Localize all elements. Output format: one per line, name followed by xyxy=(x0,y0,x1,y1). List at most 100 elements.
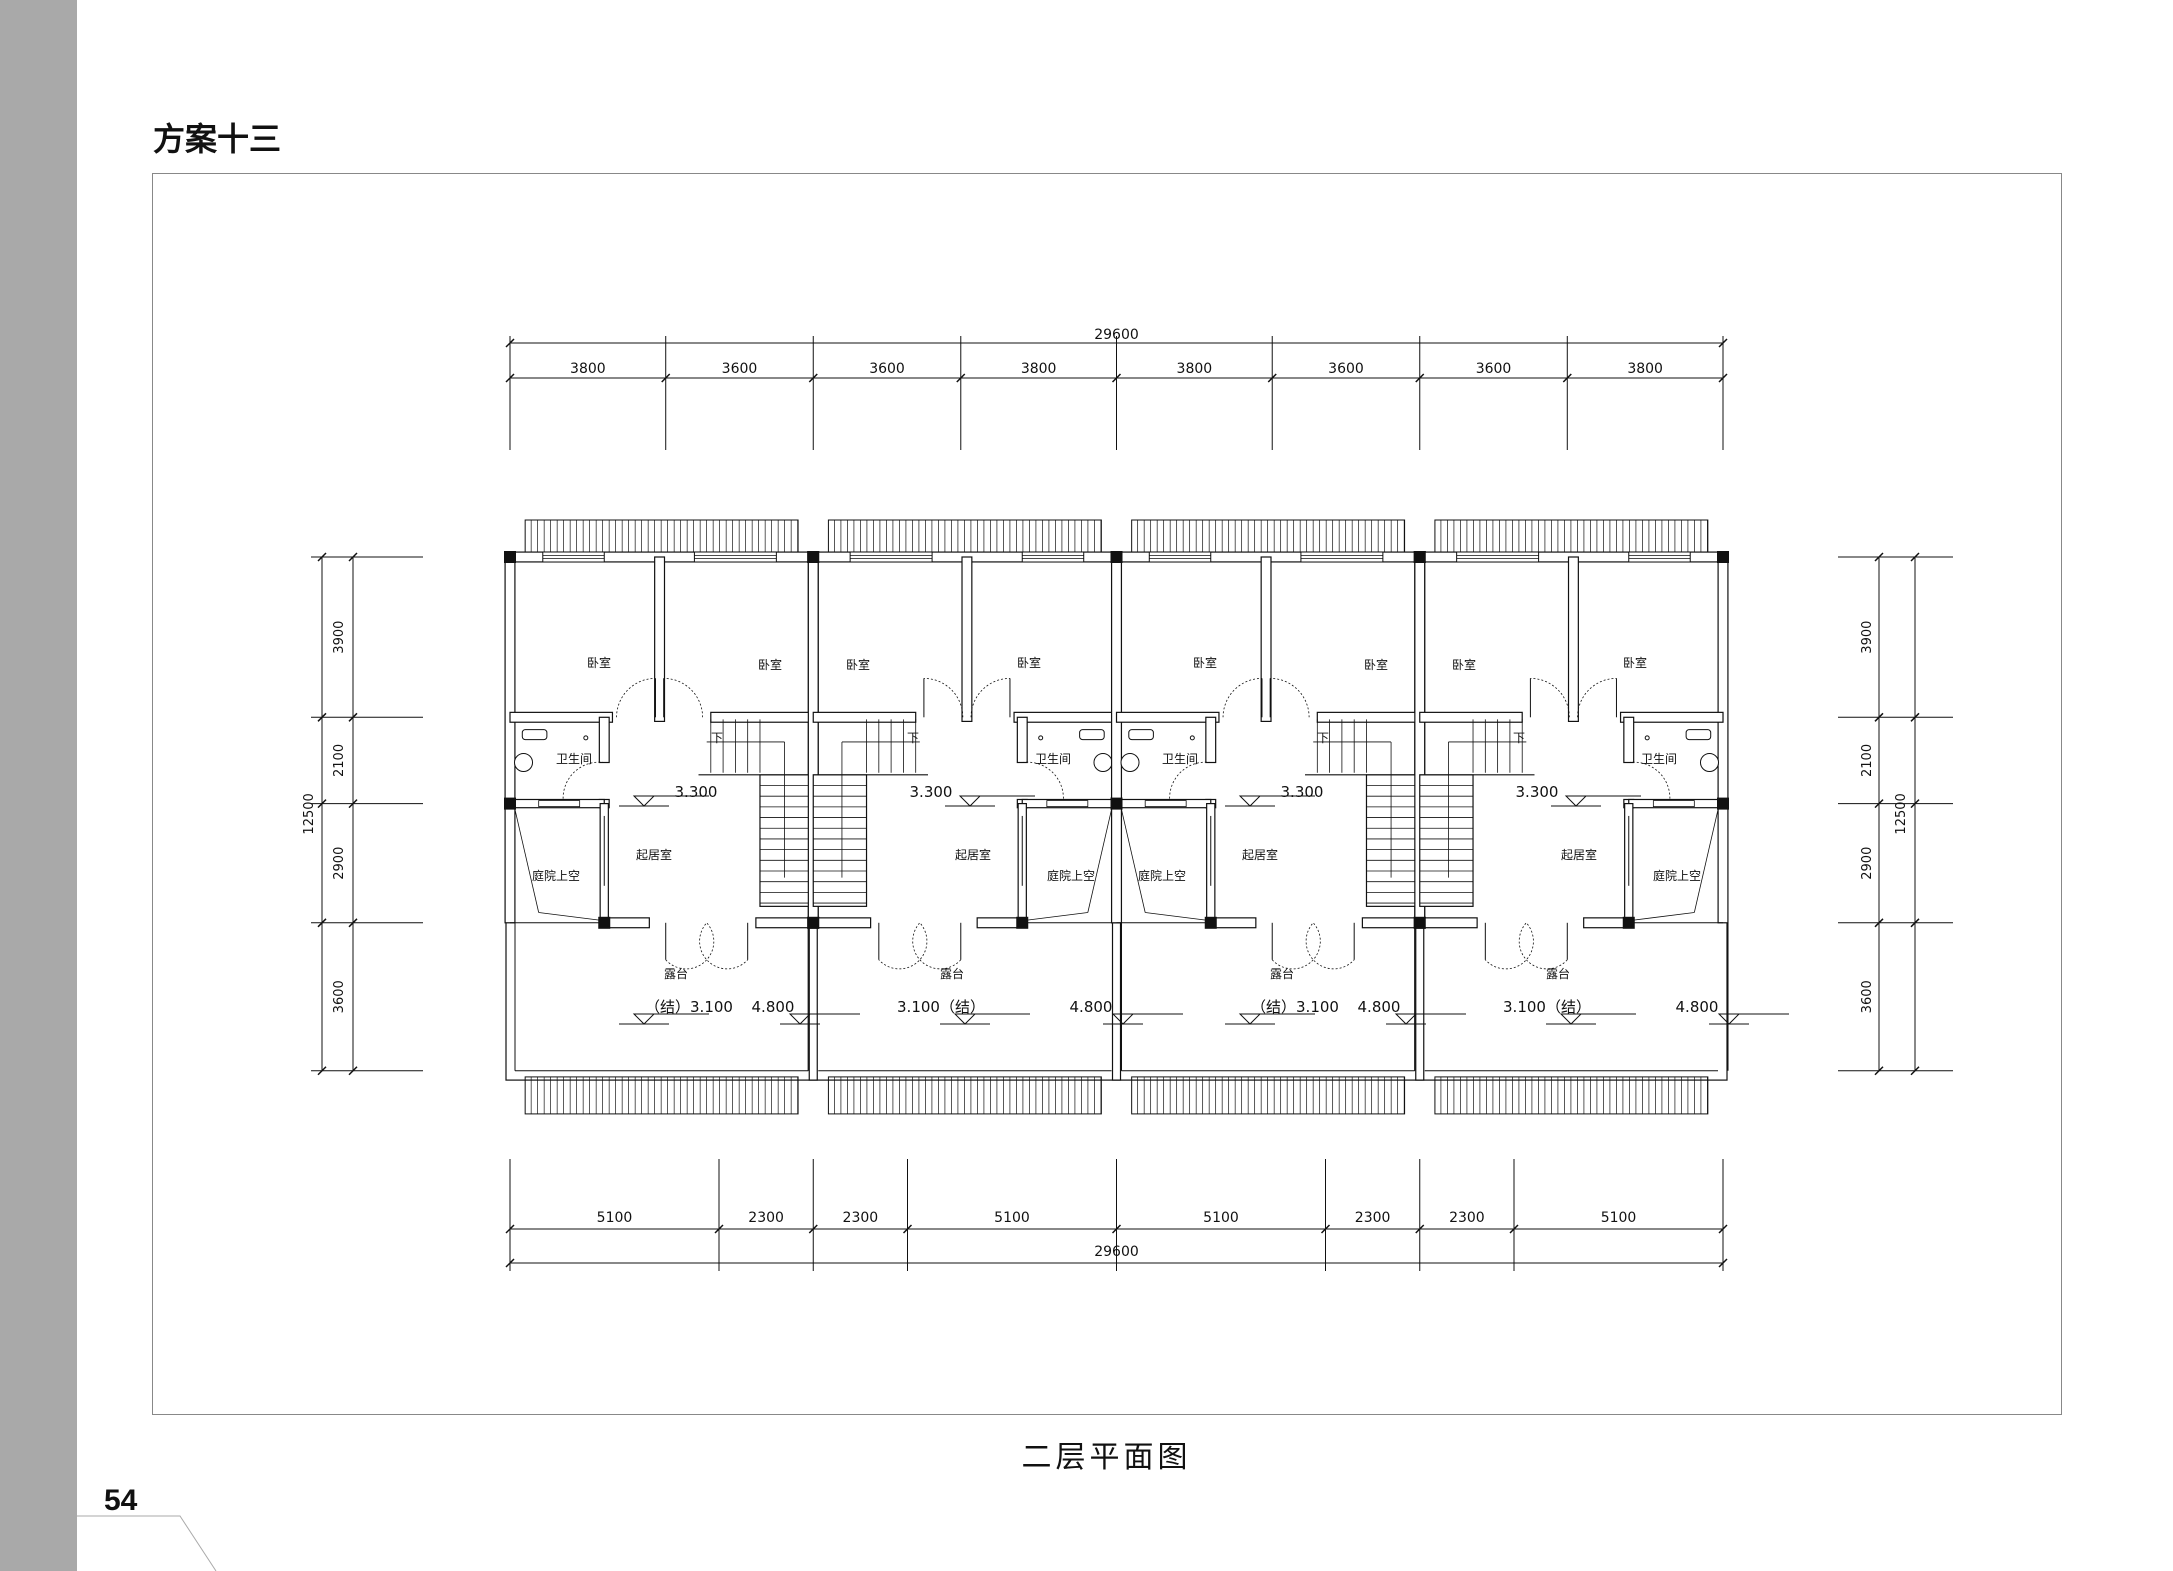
bedroom-label: 卧室 xyxy=(1017,655,1041,670)
bottom-awning xyxy=(1434,1076,1709,1115)
living-room-label: 起居室 xyxy=(1561,847,1597,862)
column xyxy=(504,797,516,810)
top-total-dim: 29600 xyxy=(1094,327,1139,343)
terrace-label: 露台 xyxy=(664,966,688,981)
floor-drain-icon xyxy=(1644,735,1650,741)
toilet-icon xyxy=(514,753,534,772)
bottom-segment-dim: 2300 xyxy=(1355,1210,1391,1226)
terrace-level: （结）3.100 xyxy=(645,998,733,1016)
wall xyxy=(976,917,1023,929)
living-room-label: 起居室 xyxy=(636,847,672,862)
dim-tick xyxy=(1111,373,1122,383)
void-edge xyxy=(538,912,605,922)
right-segment-dim: 3600 xyxy=(1860,980,1875,1013)
terrace-level: 3.100（结） xyxy=(897,998,985,1016)
bottom-awning xyxy=(1131,1076,1406,1115)
top-segment-dim: 3800 xyxy=(1021,361,1057,377)
bedroom-label: 卧室 xyxy=(1623,655,1647,670)
terrace-door-swing xyxy=(878,922,962,970)
dim-tick xyxy=(317,918,327,928)
page-corner-line xyxy=(77,1515,217,1571)
dim-tick xyxy=(1267,373,1277,383)
column xyxy=(1110,797,1123,810)
left-segment-dim: 2100 xyxy=(332,744,347,777)
courtyard-void-label: 庭院上空 xyxy=(1653,868,1701,883)
wall xyxy=(710,711,814,723)
dim-tick xyxy=(661,373,671,383)
elevation-mark xyxy=(632,795,656,807)
bottom-segment-dim: 2300 xyxy=(1449,1210,1485,1226)
stair xyxy=(812,774,868,907)
door-swing xyxy=(1530,677,1570,718)
dim-tick xyxy=(1320,1224,1331,1234)
void-edge xyxy=(1022,912,1088,922)
stair xyxy=(759,774,814,907)
bottom-segment-dim: 5100 xyxy=(597,1210,633,1226)
toilet-icon xyxy=(1699,753,1719,772)
window xyxy=(693,551,777,563)
dim-tick xyxy=(317,799,327,809)
bath-door-swing xyxy=(1628,761,1671,802)
bath-door-swing xyxy=(562,761,605,802)
void-edge xyxy=(513,805,540,913)
top-segment-dim: 3600 xyxy=(869,361,905,377)
page-side-strip xyxy=(0,0,77,1571)
dim-tick xyxy=(505,338,515,348)
column xyxy=(598,916,611,929)
dim-tick xyxy=(348,552,358,562)
door-swing xyxy=(616,677,656,718)
dim-tick xyxy=(1415,1224,1425,1234)
bath-window xyxy=(538,800,581,807)
top-segment-dim: 3600 xyxy=(722,361,758,377)
bottom-segment-dim: 5100 xyxy=(1203,1210,1239,1226)
scheme-title: 方案十三 xyxy=(153,120,282,158)
bottom-segment-dim: 5100 xyxy=(1601,1210,1637,1226)
void-edge xyxy=(1628,912,1695,922)
bathroom-label: 卫生间 xyxy=(1641,752,1677,766)
elevation-mark xyxy=(1238,795,1262,807)
terrace-label: 露台 xyxy=(940,966,964,981)
window xyxy=(1021,551,1085,563)
courtyard-void-label: 庭院上空 xyxy=(1047,868,1095,883)
wall xyxy=(1419,917,1478,929)
wall xyxy=(1115,711,1220,723)
dim-tick xyxy=(956,373,966,383)
top-awning xyxy=(524,519,799,558)
left-segment-dim: 3900 xyxy=(332,621,347,654)
dim-tick xyxy=(317,1066,327,1076)
bathtub-icon xyxy=(521,729,548,741)
dim-tick xyxy=(1874,552,1884,562)
dim-tick xyxy=(317,712,327,722)
wall xyxy=(598,716,610,764)
column xyxy=(1413,551,1426,563)
window xyxy=(1148,551,1212,563)
wall xyxy=(1205,716,1217,764)
column xyxy=(1016,916,1029,929)
wall xyxy=(509,711,614,723)
roof-level: 4.800 xyxy=(1070,998,1113,1016)
left-total-dim: 12500 xyxy=(302,793,317,834)
column xyxy=(1204,916,1217,929)
wall xyxy=(1316,711,1421,723)
bathtub-icon xyxy=(1128,729,1154,741)
wall xyxy=(812,711,917,723)
drawing-caption: 二层平面图 xyxy=(1021,1440,1192,1475)
dim-tick xyxy=(348,799,358,809)
top-segment-dim: 3800 xyxy=(1177,361,1213,377)
roof-level: 4.800 xyxy=(752,998,795,1016)
dim-tick xyxy=(1910,799,1920,809)
page-number: 54 xyxy=(104,1484,138,1517)
column xyxy=(1717,551,1730,563)
wall xyxy=(1567,556,1579,722)
window xyxy=(1300,551,1384,563)
unit-4 xyxy=(1413,519,1730,1115)
bedroom-label: 卧室 xyxy=(846,657,870,672)
unit-3 xyxy=(1110,519,1426,1115)
terrace-level: 3.100（结） xyxy=(1503,998,1591,1016)
roof-level: 4.800 xyxy=(1676,998,1719,1016)
wall xyxy=(504,556,516,924)
toilet-icon xyxy=(1093,753,1113,772)
door-swing xyxy=(923,677,964,718)
floor-level: 3.300 xyxy=(675,783,718,801)
